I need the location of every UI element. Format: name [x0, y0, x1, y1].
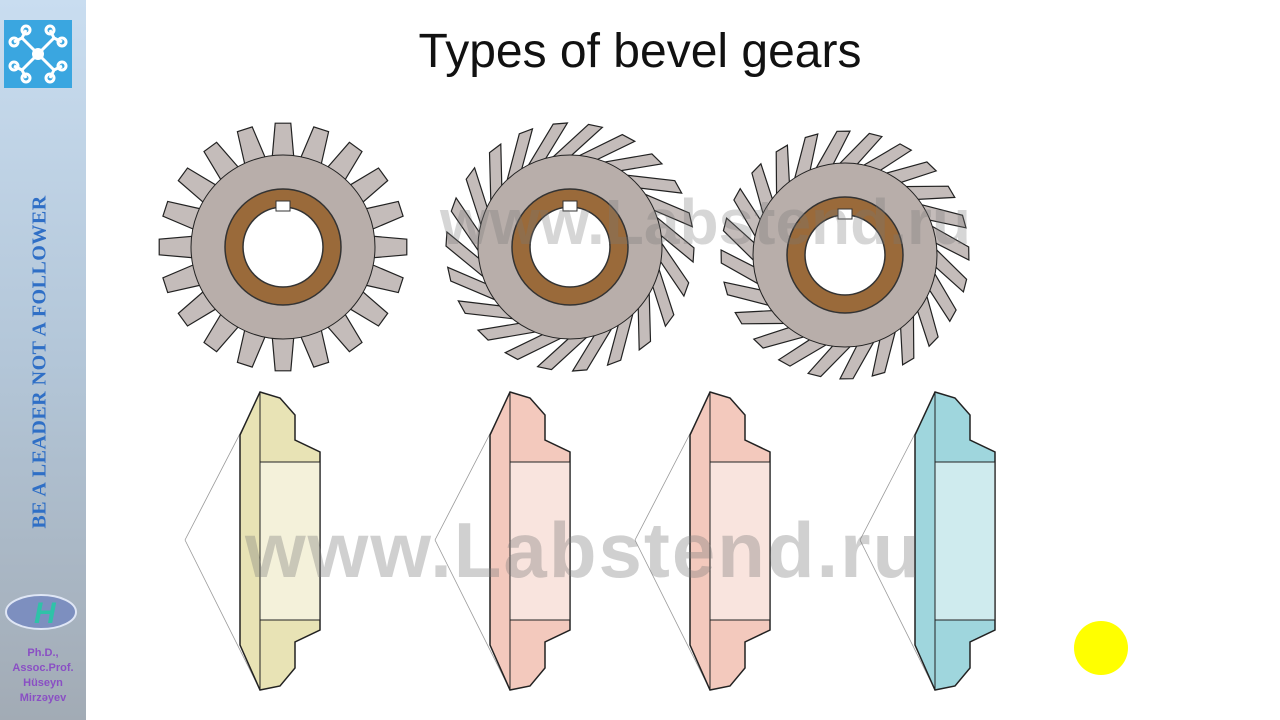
gear-tooth	[369, 235, 408, 259]
bore-section	[709, 461, 771, 621]
author-line: Hüseyn	[23, 677, 63, 689]
gear-cross-section	[434, 391, 571, 691]
bevel-gear-helical	[445, 122, 695, 372]
network-snowflake-icon	[4, 20, 72, 88]
gear-tooth	[271, 122, 295, 161]
sidebar: BE A LEADER NOT A FOLLOWER H Ph.D., Asso…	[0, 0, 86, 720]
gear-tooth	[158, 235, 197, 259]
keyway	[837, 208, 853, 220]
watermark-top: www.Labstend.ru	[440, 186, 971, 258]
author-line: Mirzəyev	[19, 692, 67, 704]
gear-cross-section	[859, 391, 996, 691]
keyway	[562, 200, 578, 212]
slide-title: Types of bevel gears	[418, 25, 862, 78]
bore-section	[934, 461, 996, 621]
bore-section	[509, 461, 571, 621]
pointer-highlight	[1074, 621, 1128, 675]
gear-bore	[242, 206, 324, 288]
bore-section	[259, 461, 321, 621]
h-emblem-logo: H	[4, 592, 78, 632]
bevel-gear-spiral	[720, 130, 970, 380]
watermark-bottom: www.Labstend.ru	[245, 506, 923, 594]
keyway	[275, 200, 291, 212]
gear-cross-section	[184, 391, 321, 691]
author-credit: Ph.D., Assoc.Prof. Hüseyn Mirzəyev	[0, 646, 86, 706]
author-line: Ph.D.,	[27, 647, 59, 659]
author-line: Assoc.Prof.	[12, 662, 74, 674]
bevel-gear-straight	[158, 122, 408, 372]
svg-text:H: H	[34, 597, 57, 630]
gear-cross-section	[634, 391, 771, 691]
gear-tooth	[271, 333, 295, 372]
